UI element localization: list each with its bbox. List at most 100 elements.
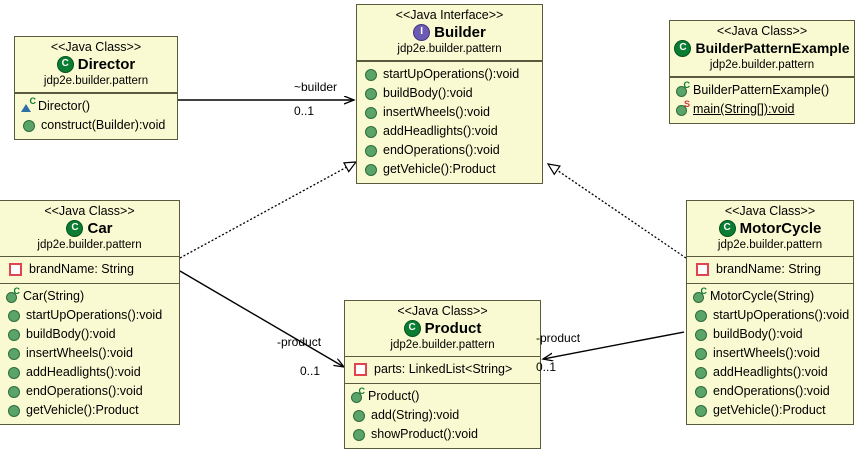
member-row[interactable]: addHeadlights():void: [0, 363, 179, 382]
public-method-icon: [8, 328, 20, 341]
member-row[interactable]: buildBody():void: [687, 325, 853, 344]
method-compartment-product: C Product() add(String):void showProduct…: [345, 384, 540, 448]
member-row[interactable]: C BuilderPatternExample(): [670, 81, 854, 100]
class-box-builder[interactable]: <<Java Interface>> I Builder jdp2e.build…: [356, 4, 543, 184]
field-compartment-car: brandName: String: [0, 257, 179, 283]
member-row[interactable]: insertWheels():void: [687, 344, 853, 363]
member-row[interactable]: showProduct():void: [345, 425, 540, 444]
class-header-director: <<Java Class>> C Director jdp2e.builder.…: [15, 37, 177, 92]
public-method-icon: [365, 163, 377, 176]
member-row[interactable]: buildBody():void: [0, 325, 179, 344]
member-row[interactable]: add(String):void: [345, 406, 540, 425]
member-row[interactable]: startUpOperations():void: [357, 65, 542, 84]
member-label: insertWheels():void: [713, 346, 820, 360]
public-constructor-icon: C: [6, 287, 20, 303]
compartment-divider: [357, 60, 542, 61]
public-method-icon: [695, 309, 707, 322]
member-label: startUpOperations():void: [26, 308, 163, 322]
member-row[interactable]: insertWheels():void: [0, 344, 179, 363]
member-label: endOperations():void: [383, 143, 500, 157]
member-label: getVehicle():Product: [383, 162, 496, 176]
field-compartment-motorcycle: brandName: String: [687, 257, 853, 283]
stereotype-label: <<Java Class>>: [724, 204, 816, 218]
class-icon: C: [66, 220, 84, 237]
stereotype-label: <<Java Class>>: [44, 204, 135, 218]
member-label: buildBody():void: [383, 86, 473, 100]
member-row[interactable]: endOperations():void: [357, 141, 542, 160]
member-row[interactable]: getVehicle():Product: [687, 401, 853, 420]
member-row[interactable]: startUpOperations():void: [0, 306, 179, 325]
compartment-divider: [345, 383, 540, 384]
stereotype-label: <<Java Class>>: [50, 40, 142, 54]
member-row[interactable]: startUpOperations():void: [687, 306, 853, 325]
member-label: brandName: String: [716, 262, 821, 276]
public-method-icon: [365, 106, 377, 119]
class-icon: C: [403, 320, 421, 337]
member-row[interactable]: addHeadlights():void: [687, 363, 853, 382]
member-row[interactable]: C Car(String): [0, 287, 179, 306]
package-label: jdp2e.builder.pattern: [717, 239, 823, 251]
edge-label-motorcycle-product-multiplicity: 0..1: [536, 360, 557, 374]
package-label: jdp2e.builder.pattern: [709, 59, 815, 71]
edge-label-director-builder-multiplicity: 0..1: [294, 104, 315, 118]
member-row[interactable]: brandName: String: [687, 260, 853, 279]
member-label: endOperations():void: [713, 384, 830, 398]
member-row[interactable]: endOperations():void: [0, 382, 179, 401]
class-header-builder: <<Java Interface>> I Builder jdp2e.build…: [357, 5, 542, 60]
public-static-method-icon: S: [676, 100, 690, 116]
member-row[interactable]: C MotorCycle(String): [687, 287, 853, 306]
class-box-motorcycle[interactable]: <<Java Class>> C MotorCycle jdp2e.builde…: [686, 200, 854, 425]
member-label: endOperations():void: [26, 384, 143, 398]
public-constructor-icon: C: [693, 287, 707, 303]
compartment-divider: [687, 283, 853, 284]
empty-field-compartment: [15, 93, 177, 94]
class-title-text: Product: [424, 320, 482, 337]
member-row[interactable]: buildBody():void: [357, 84, 542, 103]
member-label: addHeadlights():void: [383, 124, 498, 138]
member-row[interactable]: C Director(): [15, 97, 177, 116]
member-row[interactable]: addHeadlights():void: [357, 122, 542, 141]
class-box-director[interactable]: <<Java Class>> C Director jdp2e.builder.…: [14, 36, 178, 140]
member-row[interactable]: construct(Builder):void: [15, 116, 177, 135]
class-icon: C: [56, 56, 74, 73]
public-constructor-icon: C: [676, 81, 690, 97]
member-row[interactable]: getVehicle():Product: [0, 401, 179, 420]
class-icon: C: [674, 40, 692, 57]
member-label: Director(): [38, 99, 91, 113]
member-label: insertWheels():void: [26, 346, 133, 360]
public-method-icon: [8, 309, 20, 322]
public-method-icon: [365, 144, 377, 157]
private-field-icon: [354, 363, 367, 376]
edge-car-product: [179, 270, 344, 367]
member-row[interactable]: C Product(): [345, 387, 540, 406]
member-row[interactable]: brandName: String: [0, 260, 179, 279]
interface-icon: I: [413, 24, 431, 41]
member-row[interactable]: insertWheels():void: [357, 103, 542, 122]
member-row[interactable]: S main(String[]):void: [670, 100, 854, 119]
class-title-text: BuilderPatternExample: [695, 40, 850, 56]
compartment-divider: [15, 92, 177, 93]
empty-field-compartment: [670, 77, 854, 78]
member-row[interactable]: getVehicle():Product: [357, 160, 542, 179]
member-label: showProduct():void: [371, 427, 478, 441]
class-box-car[interactable]: <<Java Class>> C Car jdp2e.builder.patte…: [0, 200, 180, 425]
member-row[interactable]: endOperations():void: [687, 382, 853, 401]
package-label: jdp2e.builder.pattern: [37, 239, 142, 251]
class-box-product[interactable]: <<Java Class>> C Product jdp2e.builder.p…: [344, 300, 541, 449]
member-row[interactable]: parts: LinkedList<String>: [345, 360, 540, 379]
compartment-divider: [687, 256, 853, 257]
class-box-builderpatternexample[interactable]: <<Java Class>> C BuilderPatternExample j…: [669, 20, 855, 124]
member-label: parts: LinkedList<String>: [374, 362, 513, 376]
member-label: buildBody():void: [26, 327, 116, 341]
class-name-product: C Product: [351, 319, 534, 338]
class-title-text: MotorCycle: [739, 220, 822, 237]
package-label: jdp2e.builder.pattern: [43, 75, 149, 87]
method-compartment-director: C Director() construct(Builder):void: [15, 94, 177, 139]
public-method-icon: [8, 347, 20, 360]
member-label: Car(String): [23, 289, 85, 303]
public-method-icon: [353, 409, 365, 422]
public-method-icon: [365, 68, 377, 81]
stereotype-label: <<Java Interface>>: [395, 8, 504, 22]
public-method-icon: [695, 404, 707, 417]
private-field-icon: [9, 263, 22, 276]
